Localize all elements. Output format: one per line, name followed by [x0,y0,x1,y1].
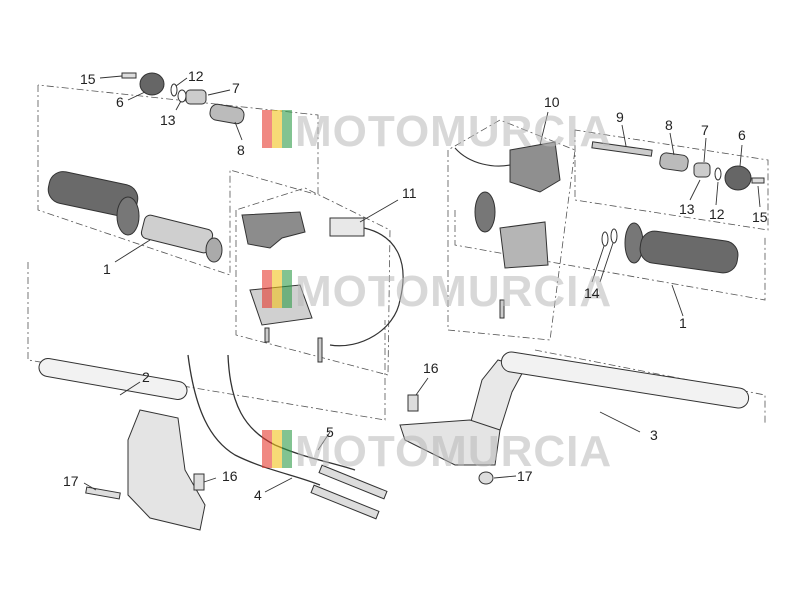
frame-lower-left [27,262,386,421]
throttle-cables [187,354,388,520]
callout-8-right: 8 [665,117,673,133]
right-switch-assembly [454,111,561,319]
callout-6-right: 6 [738,127,746,143]
callout-12-left: 12 [188,68,204,84]
o-ring-14a [601,231,609,247]
callout-17-right: 17 [517,468,533,484]
grip-flange-left [116,196,140,236]
bolt-16-right [407,394,419,412]
callout-5: 5 [326,424,334,440]
callout-14: 14 [584,285,600,301]
callout-1-right: 1 [679,315,687,331]
sleeve-8-left [209,103,245,125]
bolt-17-left [85,486,121,500]
callout-10: 10 [544,94,560,110]
callout-2: 2 [142,369,150,385]
switch-upper [509,141,561,193]
callout-7-right: 7 [701,122,709,138]
callout-16-mid: 16 [423,360,439,376]
nut-17-right [478,471,494,485]
right-handlebar [399,351,750,485]
frame-right-bar [534,349,766,425]
connector-block [329,217,365,237]
callout-3: 3 [650,427,658,443]
watermark-text-bottom: MOTOMURCIA [295,427,612,476]
callout-13-right: 13 [679,201,695,217]
right-end-parts [591,124,765,208]
frame-right-lower [454,210,766,301]
screw-left-switch-2 [317,337,323,363]
callout-1-left: 1 [103,261,111,277]
rubber-grip-left [47,171,139,217]
frame-right-switch [447,119,576,341]
callout-9: 9 [616,109,624,125]
o-ring-14b [610,228,618,244]
right-bar-tube [500,351,750,409]
screw-right-switch [499,299,505,319]
ring-13-left [177,89,187,103]
switch-lower [499,221,549,269]
bolt-16-left [193,473,205,491]
washer-12-right [714,167,722,181]
sleeve-8-right [659,152,689,172]
watermark-text-top: MOTOMURCIA [295,107,612,156]
rubber-grip-right [639,230,739,274]
left-end-parts [99,72,245,141]
callout-12-right: 12 [709,206,725,222]
adjuster-1 [318,464,388,500]
watermark-text-middle: MOTOMURCIA [295,267,612,316]
rod-9 [591,141,653,157]
bolt-15-left [121,72,137,79]
bolt-15-right [751,177,765,184]
callout-17-left: 17 [63,473,79,489]
switch-ring [474,191,496,233]
adjuster-2 [310,484,380,520]
switch-cable [454,147,511,167]
right-grip-assembly [591,222,739,317]
watermark-middle: MOTOMURCIA [262,267,612,316]
bar-end-weight-6-left [139,72,165,96]
callout-15-right: 15 [752,209,768,225]
watermark-bottom: MOTOMURCIA [262,427,612,476]
callout-15-left: 15 [80,71,96,87]
callout-6-left: 6 [116,94,124,110]
insert-7-right [693,162,711,178]
callout-4: 4 [254,487,262,503]
callout-8-left: 8 [237,142,245,158]
insert-7-left [185,89,207,105]
switch-cover [241,211,306,249]
washer-12-left [170,83,178,97]
callout-16-left: 16 [222,468,238,484]
left-bar-tube [38,358,188,400]
callout-11: 11 [402,185,417,201]
left-handlebar [38,358,217,531]
bar-end-weight-6-right [724,165,752,191]
callout-7-left: 7 [232,80,240,96]
left-grip-assembly [47,171,223,263]
right-clamp-base [399,419,501,466]
wire-harness [329,227,404,347]
frame-left-grip [37,84,319,276]
callout-13-left: 13 [160,112,176,128]
screw-left-switch [264,327,270,343]
watermark-top: MOTOMURCIA [262,107,612,156]
tube-end [205,237,223,263]
frame-right-grip [574,129,769,231]
cable-1 [187,354,321,486]
left-clamp [127,409,206,531]
